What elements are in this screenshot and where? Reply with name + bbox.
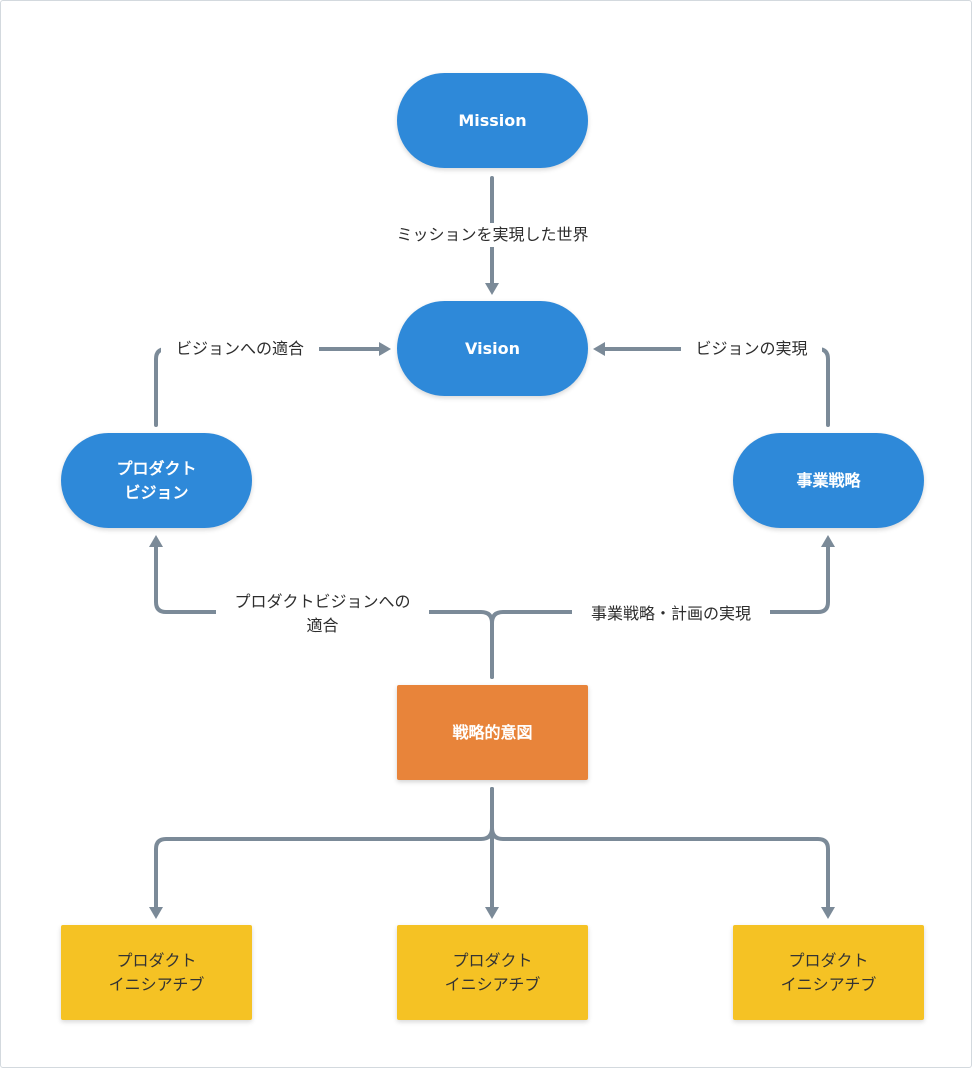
initiative-3-label-line1: プロダクト	[788, 950, 869, 970]
arrowhead-into-initiative-2	[485, 907, 499, 919]
edge-label-product-vision-to-vision: ビジョンへの適合	[161, 337, 319, 361]
edge-label-intent-to-product-vision-line1: プロダクトビジョンへの	[234, 592, 411, 611]
connector-intent-to-initiative-1	[154, 787, 494, 909]
edge-label-business-strategy-to-vision: ビジョンの実現	[681, 337, 822, 361]
strategic-intent-label: 戦略的意図	[452, 722, 533, 742]
strategic-intent-node[interactable]: 戦略的意図	[397, 685, 588, 780]
arrowhead-into-initiative-3	[821, 907, 835, 919]
initiative-3-label-line2: イニシアチブ	[780, 974, 877, 994]
product-initiative-node-1[interactable]: プロダクト イニシアチブ	[61, 925, 252, 1020]
business-strategy-node[interactable]: 事業戦略	[733, 433, 924, 528]
edge-label-intent-to-business-strategy: 事業戦略・計画の実現	[572, 602, 770, 626]
product-vision-label-line1: プロダクト	[116, 458, 197, 478]
arrowhead-into-business-strategy	[821, 535, 835, 547]
business-strategy-label: 事業戦略	[796, 470, 861, 490]
product-vision-node[interactable]: プロダクト ビジョン	[61, 433, 252, 528]
arrowhead-into-vision-left	[379, 342, 391, 356]
arrowhead-into-product-vision	[149, 535, 163, 547]
initiative-2-label-line1: プロダクト	[452, 950, 533, 970]
arrowhead-into-vision-right	[593, 342, 605, 356]
initiative-1-label-line1: プロダクト	[116, 950, 197, 970]
arrowhead-into-initiative-1	[149, 907, 163, 919]
edge-label-intent-to-product-vision: プロダクトビジョンへの 適合	[216, 590, 429, 638]
connector-intent-to-initiative-3	[490, 787, 830, 909]
product-vision-label-line2: ビジョン	[124, 482, 189, 502]
vision-label: Vision	[465, 338, 520, 358]
initiative-2-label-line2: イニシアチブ	[444, 974, 541, 994]
mission-label: Mission	[458, 110, 527, 130]
mission-node[interactable]: Mission	[397, 73, 588, 168]
arrowhead-into-vision-top	[485, 283, 499, 295]
initiative-1-label-line2: イニシアチブ	[108, 974, 205, 994]
edge-label-mission-to-vision: ミッションを実現した世界	[381, 223, 604, 247]
edge-label-intent-to-product-vision-line2: 適合	[306, 616, 339, 635]
vision-node[interactable]: Vision	[397, 301, 588, 396]
product-initiative-node-2[interactable]: プロダクト イニシアチブ	[397, 925, 588, 1020]
product-initiative-node-3[interactable]: プロダクト イニシアチブ	[733, 925, 924, 1020]
